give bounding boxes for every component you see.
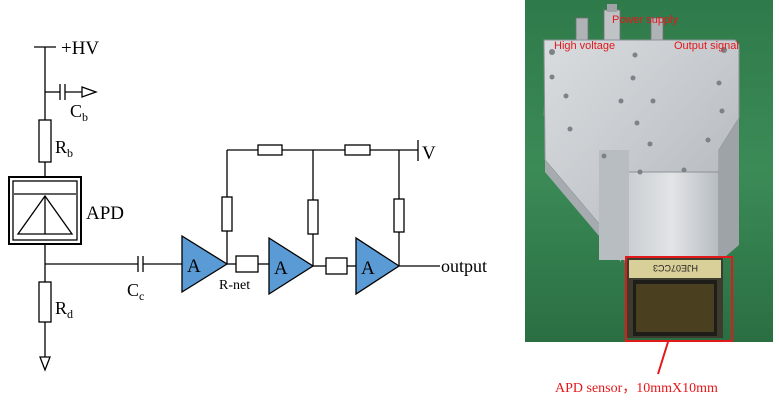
hv-supply-symbol [34, 46, 56, 120]
high-voltage-label: High voltage [554, 40, 615, 52]
amplifier-3-label: A [361, 258, 375, 279]
output-signal-label: Output signal [674, 40, 739, 52]
power-supply-label: Power supply [612, 14, 679, 26]
rnet-label: R-net [219, 278, 250, 293]
sensor-pointer-line [657, 341, 669, 375]
amplifier-1-label: A [187, 256, 201, 277]
apd-symbol [8, 176, 82, 245]
rb-resistor [38, 119, 52, 163]
rd-label: Rd [55, 298, 73, 321]
sensor-code: HJE07CC3 [653, 263, 698, 273]
rd-resistor [38, 281, 52, 323]
v-label: V [422, 143, 436, 164]
output-label: output [441, 256, 487, 276]
rb-label: Rb [55, 137, 73, 160]
ground-arrow [39, 356, 51, 372]
circuit-schematic [8, 46, 440, 372]
cb-label: Cb [70, 101, 88, 124]
cc-label: Cc [127, 280, 144, 303]
amplifier-3: A [355, 236, 401, 296]
rnet-resistor-1 [235, 255, 259, 273]
apd-label: APD [86, 203, 124, 224]
rnet-resistor-2 [325, 257, 348, 275]
detector-photo: HJE07CC3 Power supply High voltage Outpu… [525, 0, 773, 396]
hv-label: +HV [61, 38, 99, 59]
feedback-network [221, 140, 419, 266]
sensor-caption: APD sensor，10mmX10mm [555, 381, 718, 396]
connectors [575, 4, 664, 43]
amplifier-2: A [268, 236, 315, 296]
cc-capacitor [45, 256, 182, 272]
sensor-highlight-box [625, 256, 733, 342]
detector-housing [543, 39, 740, 263]
apd-sensor-module: HJE07CC3 [627, 258, 723, 338]
amplifier-2-label: A [274, 258, 288, 279]
amplifier-1: A [181, 234, 229, 294]
cb-capacitor [45, 84, 98, 100]
